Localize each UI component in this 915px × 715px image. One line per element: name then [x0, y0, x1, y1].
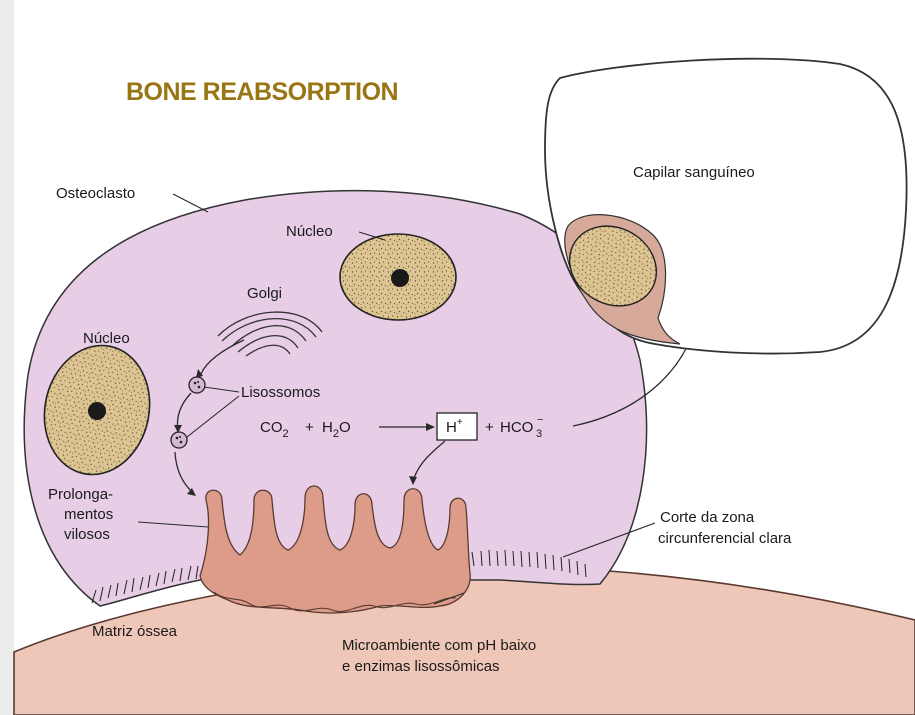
label-villous-3: vilosos — [64, 526, 110, 543]
label-villous-1: Prolonga- — [48, 486, 113, 503]
label-villous-2: mentos — [64, 506, 113, 523]
label-capillary: Capilar sanguíneo — [633, 164, 755, 181]
lysosome-2 — [171, 432, 187, 448]
label-clear-zone-2: circunferencial clara — [658, 530, 792, 547]
label-clear-zone-1: Corte da zona — [660, 509, 755, 526]
page-edge — [0, 0, 14, 715]
label-microenv-1: Microambiente com pH baixo — [342, 637, 536, 654]
lysosome-1 — [189, 377, 205, 393]
reaction-plus-1: + — [305, 419, 314, 436]
label-bone-matrix: Matriz óssea — [92, 623, 178, 640]
label-nucleus-top: Núcleo — [286, 223, 333, 240]
osteoclast-leader — [173, 194, 208, 212]
nucleus-top — [340, 234, 456, 320]
label-lysosomes: Lisossomos — [241, 384, 320, 401]
label-nucleus-left: Núcleo — [83, 330, 130, 347]
label-golgi: Golgi — [247, 285, 282, 302]
label-microenv-2: e enzimas lisossômicas — [342, 658, 500, 675]
label-osteoclast: Osteoclasto — [56, 185, 135, 202]
reaction-plus-2: + — [485, 419, 494, 436]
diagram-title: BONE REABSORPTION — [126, 78, 398, 106]
